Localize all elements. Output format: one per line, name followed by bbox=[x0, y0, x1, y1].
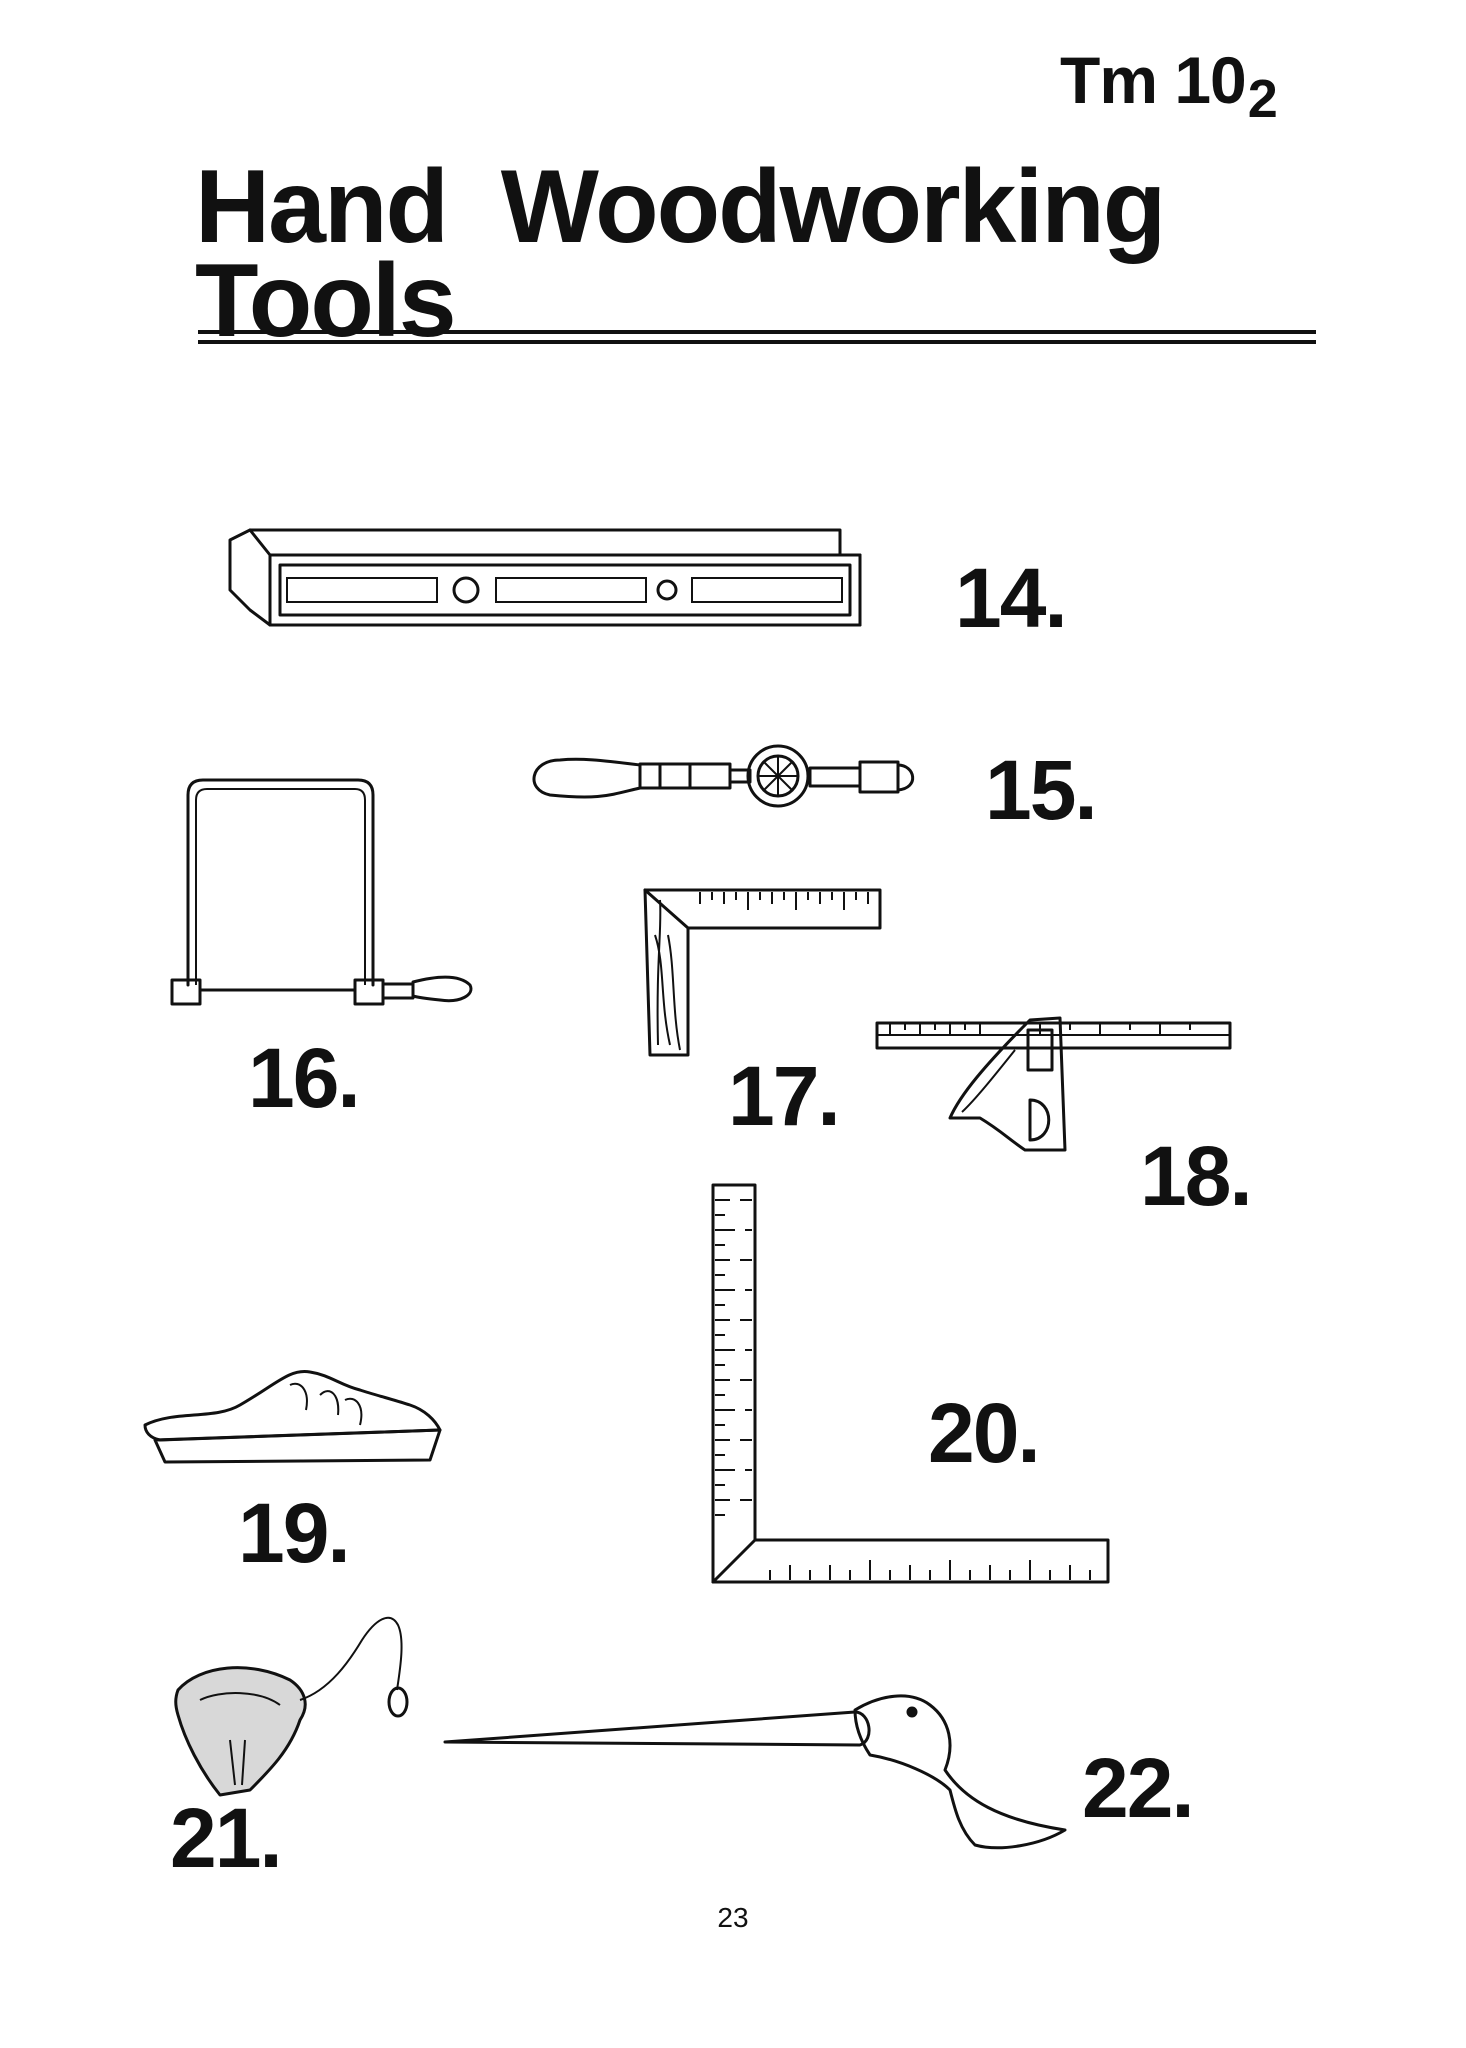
document-code: Tm 102 bbox=[1060, 42, 1278, 129]
document-code-text: Tm 10 bbox=[1060, 43, 1247, 117]
coping-saw-illustration bbox=[170, 778, 473, 1006]
item-label-20: 20. bbox=[928, 1386, 1041, 1480]
level-illustration bbox=[228, 528, 862, 627]
page-title-line1: Hand Woodworking bbox=[195, 149, 1166, 265]
item-label-22: 22. bbox=[1082, 1741, 1195, 1835]
chalk-line-illustration bbox=[174, 1616, 409, 1797]
item-label-21: 21. bbox=[170, 1791, 283, 1885]
item-label-15: 15. bbox=[985, 743, 1098, 837]
keyhole-saw-illustration bbox=[443, 1694, 1067, 1850]
try-square-illustration bbox=[643, 888, 882, 1057]
title-rule-top bbox=[198, 330, 1316, 334]
title-rule-bottom bbox=[198, 340, 1316, 344]
block-plane-illustration bbox=[143, 1369, 442, 1464]
item-label-14: 14. bbox=[955, 551, 1068, 645]
framing-square-illustration bbox=[711, 1183, 1110, 1584]
combination-square-illustration bbox=[875, 1016, 1232, 1152]
item-label-18: 18. bbox=[1140, 1129, 1253, 1223]
hand-drill-illustration bbox=[532, 744, 915, 808]
page-number: 23 bbox=[717, 1902, 749, 1933]
item-label-19: 19. bbox=[238, 1486, 351, 1580]
document-code-subscript: 2 bbox=[1247, 69, 1278, 129]
item-label-17: 17. bbox=[728, 1049, 841, 1143]
item-label-16: 16. bbox=[248, 1031, 361, 1125]
page-title: Hand Woodworking Tools bbox=[195, 149, 1166, 359]
page-title-line2: Tools bbox=[195, 243, 457, 359]
